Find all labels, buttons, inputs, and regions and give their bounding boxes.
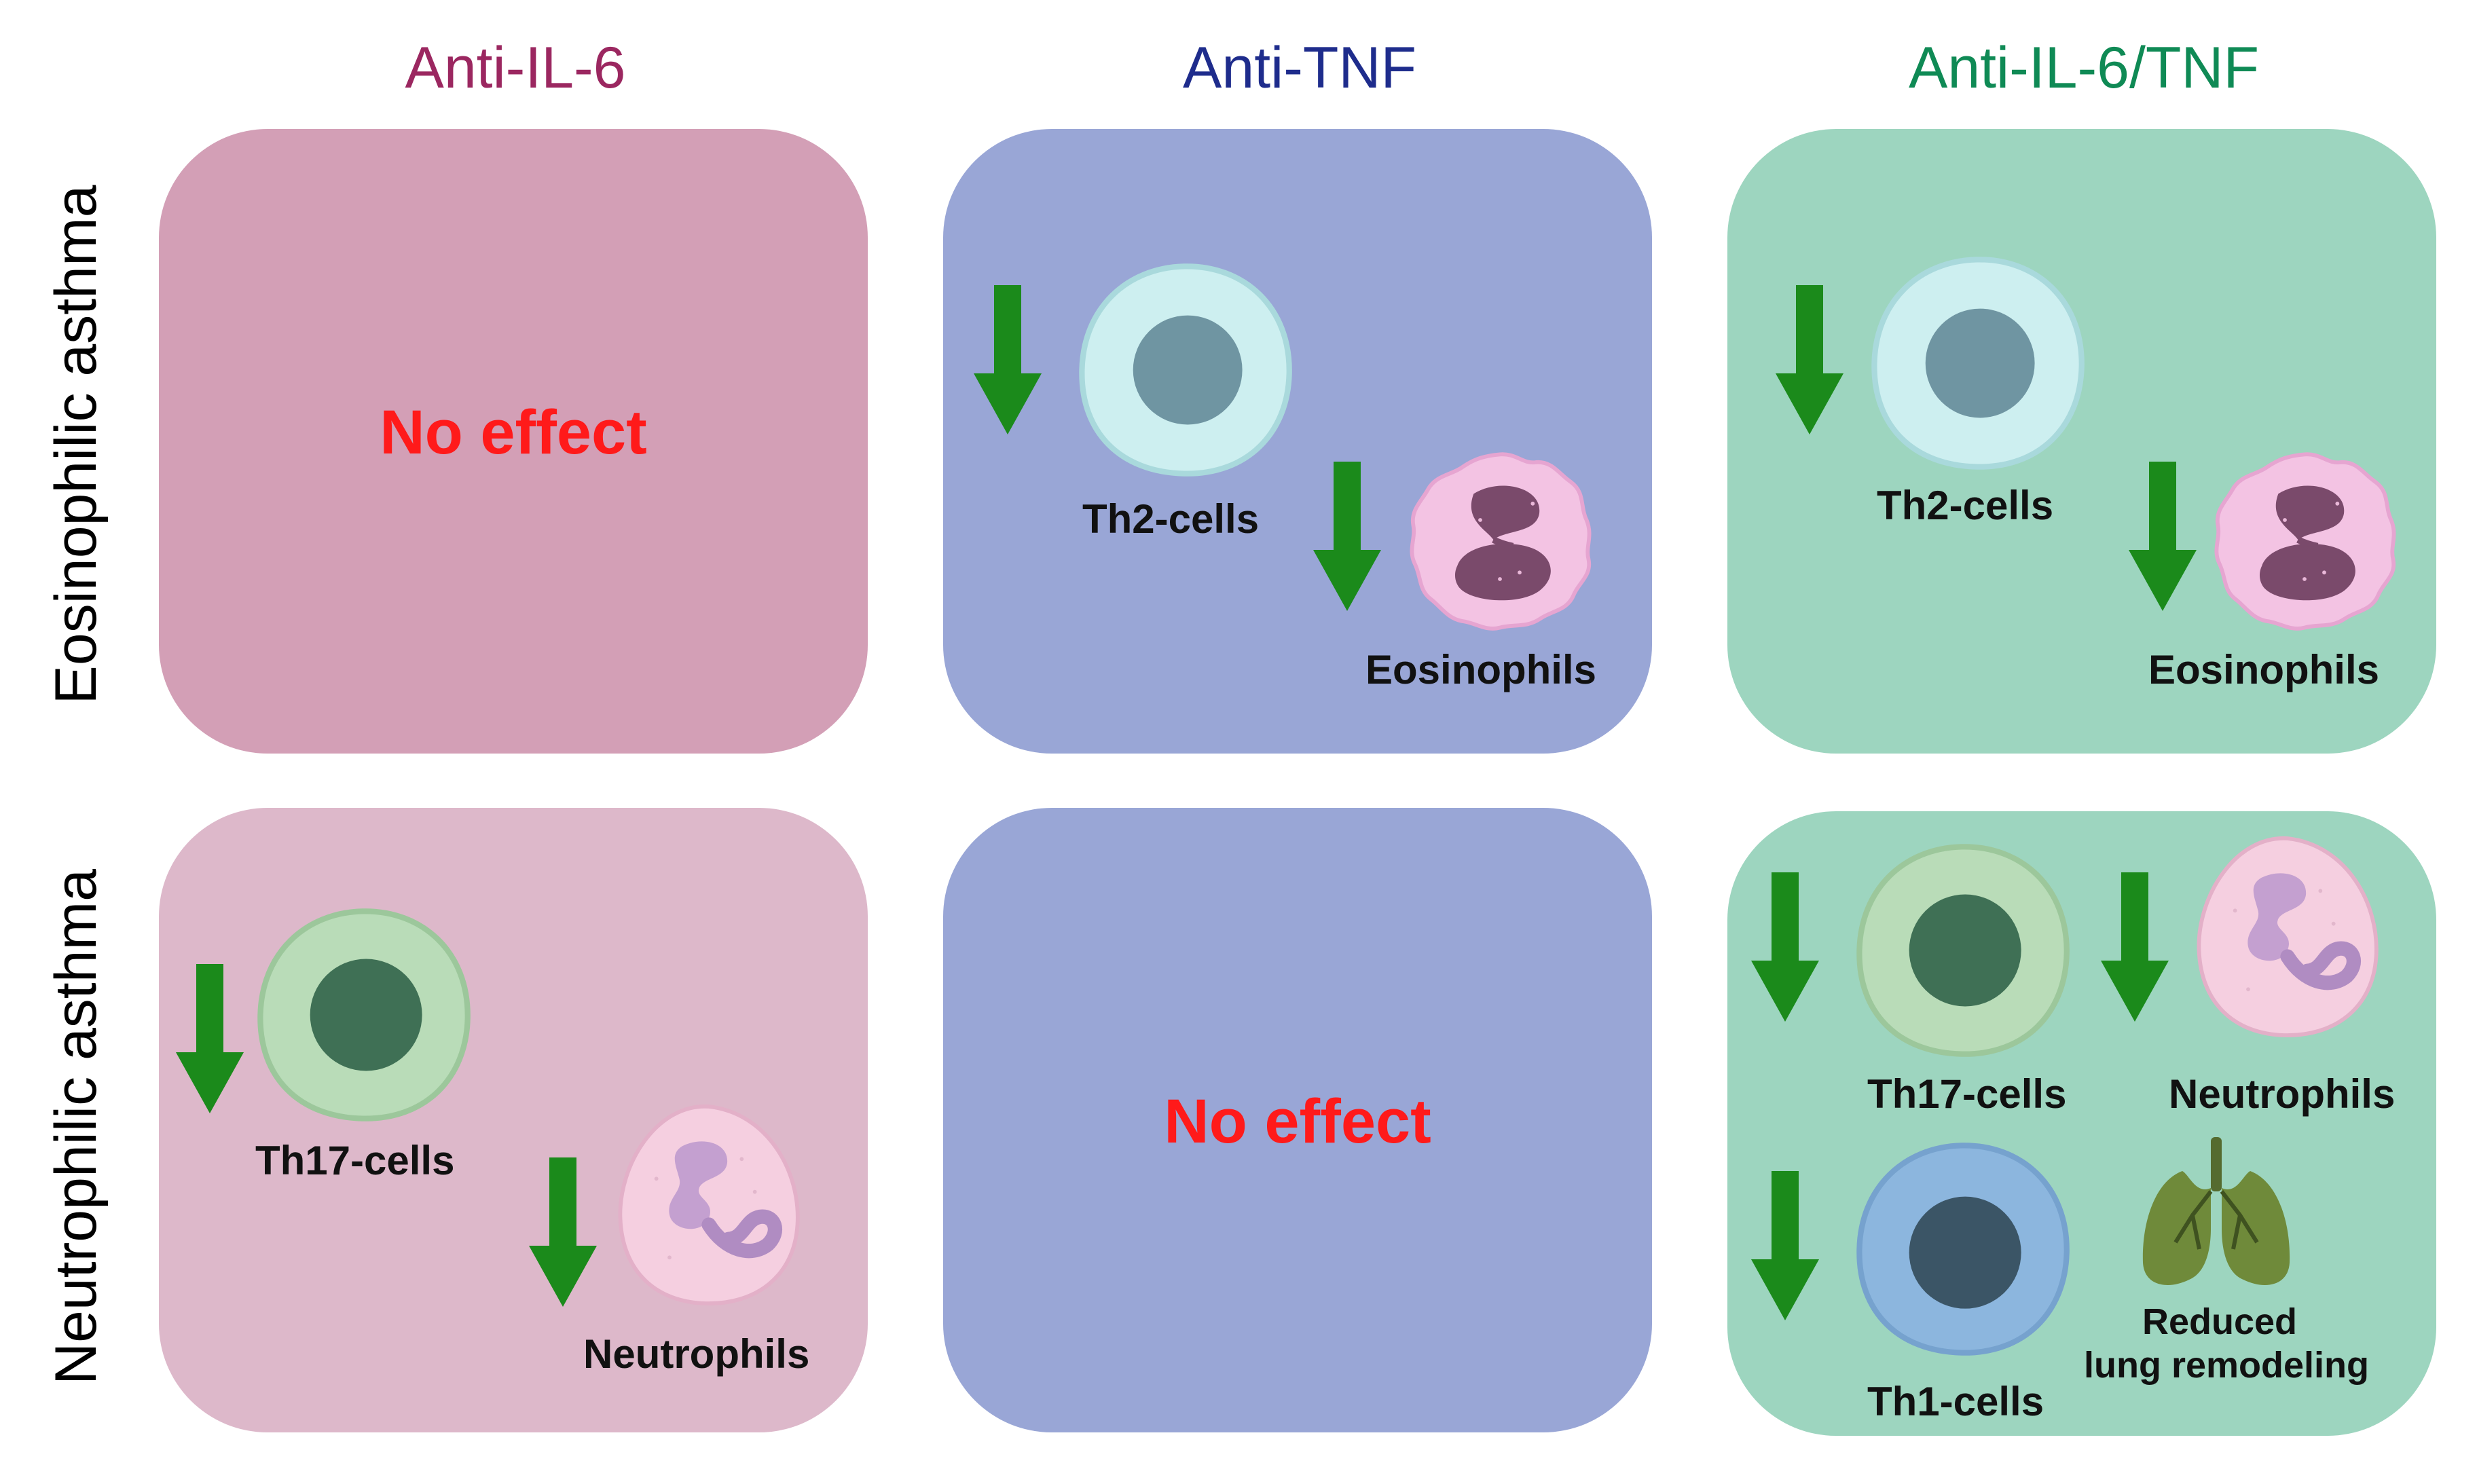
row-header-eosinophilic: Eosinophilic asthma bbox=[43, 185, 109, 705]
column-header-anti-il6: Anti-IL-6 bbox=[405, 35, 626, 100]
neutrophil-icon bbox=[610, 1100, 807, 1310]
green-down-arrow-icon bbox=[970, 285, 1045, 434]
panel-neutrophilic-anti-il6-tnf: Th17-cells Neutrophils Th1-cells Reduced… bbox=[1727, 811, 2436, 1436]
lung-label-line2: lung remodeling bbox=[2084, 1345, 2370, 1386]
th1-cells-label: Th1-cells bbox=[1867, 1379, 2044, 1424]
green-down-arrow-icon bbox=[1772, 285, 1847, 434]
panel-eosinophilic-anti-tnf: Th2-cells Eosinophils bbox=[943, 129, 1652, 754]
row-header-neutrophilic: Neutrophilic asthma bbox=[43, 868, 109, 1386]
no-effect-label: No effect bbox=[1164, 1087, 1431, 1156]
no-effect-label: No effect bbox=[380, 398, 647, 467]
green-down-arrow-icon bbox=[1748, 872, 1822, 1022]
column-header-anti-il6-tnf: Anti-IL-6/TNF bbox=[1908, 35, 2260, 100]
neutrophil-icon bbox=[2189, 825, 2386, 1049]
eosinophil-icon bbox=[1401, 441, 1598, 638]
green-down-arrow-icon bbox=[2125, 462, 2200, 611]
th1-cell-icon bbox=[1850, 1137, 2074, 1361]
th2-cell-icon bbox=[1865, 251, 2089, 475]
neutrophils-label: Neutrophils bbox=[583, 1331, 810, 1377]
green-down-arrow-icon bbox=[1748, 1171, 1822, 1320]
th2-cells-label: Th2-cells bbox=[1082, 496, 1260, 542]
neutrophils-label: Neutrophils bbox=[2169, 1071, 2396, 1117]
green-down-arrow-icon bbox=[172, 964, 247, 1113]
column-header-anti-tnf: Anti-TNF bbox=[1183, 35, 1416, 100]
lung-label-line1: Reduced bbox=[2142, 1301, 2298, 1342]
green-down-arrow-icon bbox=[1310, 462, 1384, 611]
th17-cells-label: Th17-cells bbox=[255, 1138, 455, 1183]
th2-cells-label: Th2-cells bbox=[1877, 483, 2054, 528]
eosinophils-label: Eosinophils bbox=[1365, 647, 1597, 692]
eosinophil-icon bbox=[2206, 441, 2403, 638]
panel-neutrophilic-anti-tnf: No effect bbox=[943, 808, 1652, 1432]
th17-cell-icon bbox=[251, 903, 475, 1127]
eosinophils-label: Eosinophils bbox=[2148, 647, 2380, 692]
reduced-lung-remodeling-label: Reduced lung remodeling bbox=[2084, 1300, 2370, 1387]
th2-cell-icon bbox=[1072, 258, 1296, 482]
lungs-icon bbox=[2135, 1134, 2298, 1297]
th17-cell-icon bbox=[1850, 838, 2074, 1062]
panel-neutrophilic-anti-il6: Th17-cells Neutrophils bbox=[159, 808, 868, 1432]
green-down-arrow-icon bbox=[2097, 872, 2172, 1022]
green-down-arrow-icon bbox=[526, 1157, 600, 1307]
panel-eosinophilic-anti-il6: No effect bbox=[159, 129, 868, 754]
panel-eosinophilic-anti-il6-tnf: Th2-cells Eosinophils bbox=[1727, 129, 2436, 754]
th17-cells-label: Th17-cells bbox=[1867, 1071, 2067, 1117]
